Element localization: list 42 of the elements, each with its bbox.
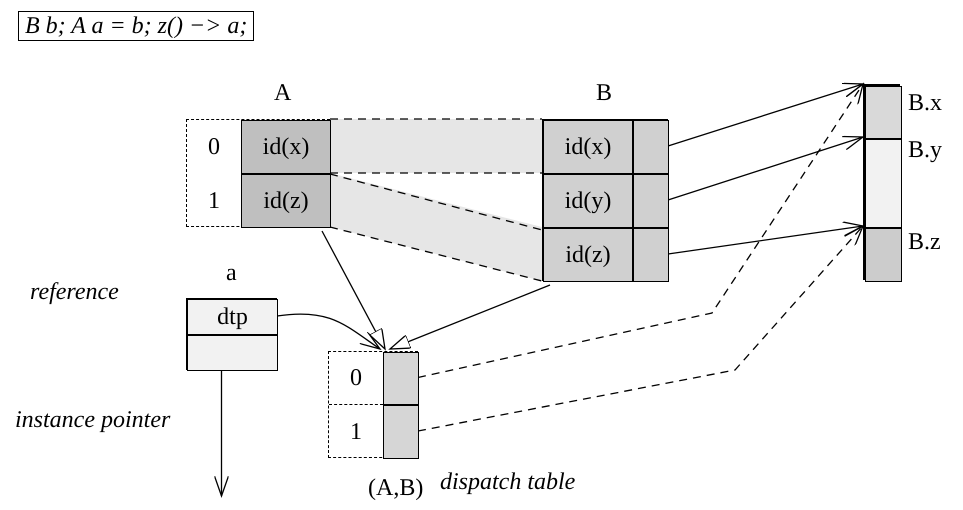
arrow — [276, 313, 381, 350]
edge-label: instance pointer — [15, 406, 170, 434]
field-cell — [865, 86, 902, 139]
table-heading: B — [596, 79, 612, 107]
table-heading: (A,B) — [368, 474, 424, 502]
table — [186, 298, 277, 370]
table-cell: id(x) — [241, 120, 331, 174]
field-label: B.z — [908, 228, 941, 256]
table-cell — [633, 120, 669, 174]
arrow — [389, 284, 550, 350]
table-heading: a — [226, 259, 237, 287]
index-table — [328, 351, 418, 458]
table-cell: id(y) — [543, 174, 633, 228]
node-label: dispatch table — [440, 468, 576, 496]
field-label: B.y — [908, 136, 942, 164]
arrow — [668, 82, 864, 147]
arrow — [214, 370, 230, 497]
table — [863, 84, 900, 280]
node-label: reference — [30, 278, 119, 306]
index-cell: 1 — [187, 174, 241, 228]
dashed-arrow — [418, 83, 864, 378]
arrow — [321, 230, 386, 350]
index-cell: 0 — [187, 120, 241, 174]
table-heading: A — [274, 79, 292, 107]
table-cell: id(z) — [241, 174, 331, 228]
field-cell — [865, 228, 902, 282]
dashed-arrow — [418, 225, 864, 432]
slot-cell — [383, 352, 419, 405]
object-cell — [187, 335, 278, 371]
table — [542, 119, 668, 281]
index-cell: 1 — [329, 405, 383, 459]
table-cell — [633, 228, 669, 282]
index-table — [186, 119, 330, 227]
table-cell: id(z) — [543, 228, 633, 282]
arrow — [668, 221, 864, 255]
field-cell — [865, 139, 902, 228]
arrow — [668, 136, 864, 201]
table-cell: id(x) — [543, 120, 633, 174]
object-cell: dtp — [187, 299, 278, 335]
field-label: B.x — [908, 89, 942, 117]
table-cell — [633, 174, 669, 228]
slot-cell — [383, 405, 419, 459]
